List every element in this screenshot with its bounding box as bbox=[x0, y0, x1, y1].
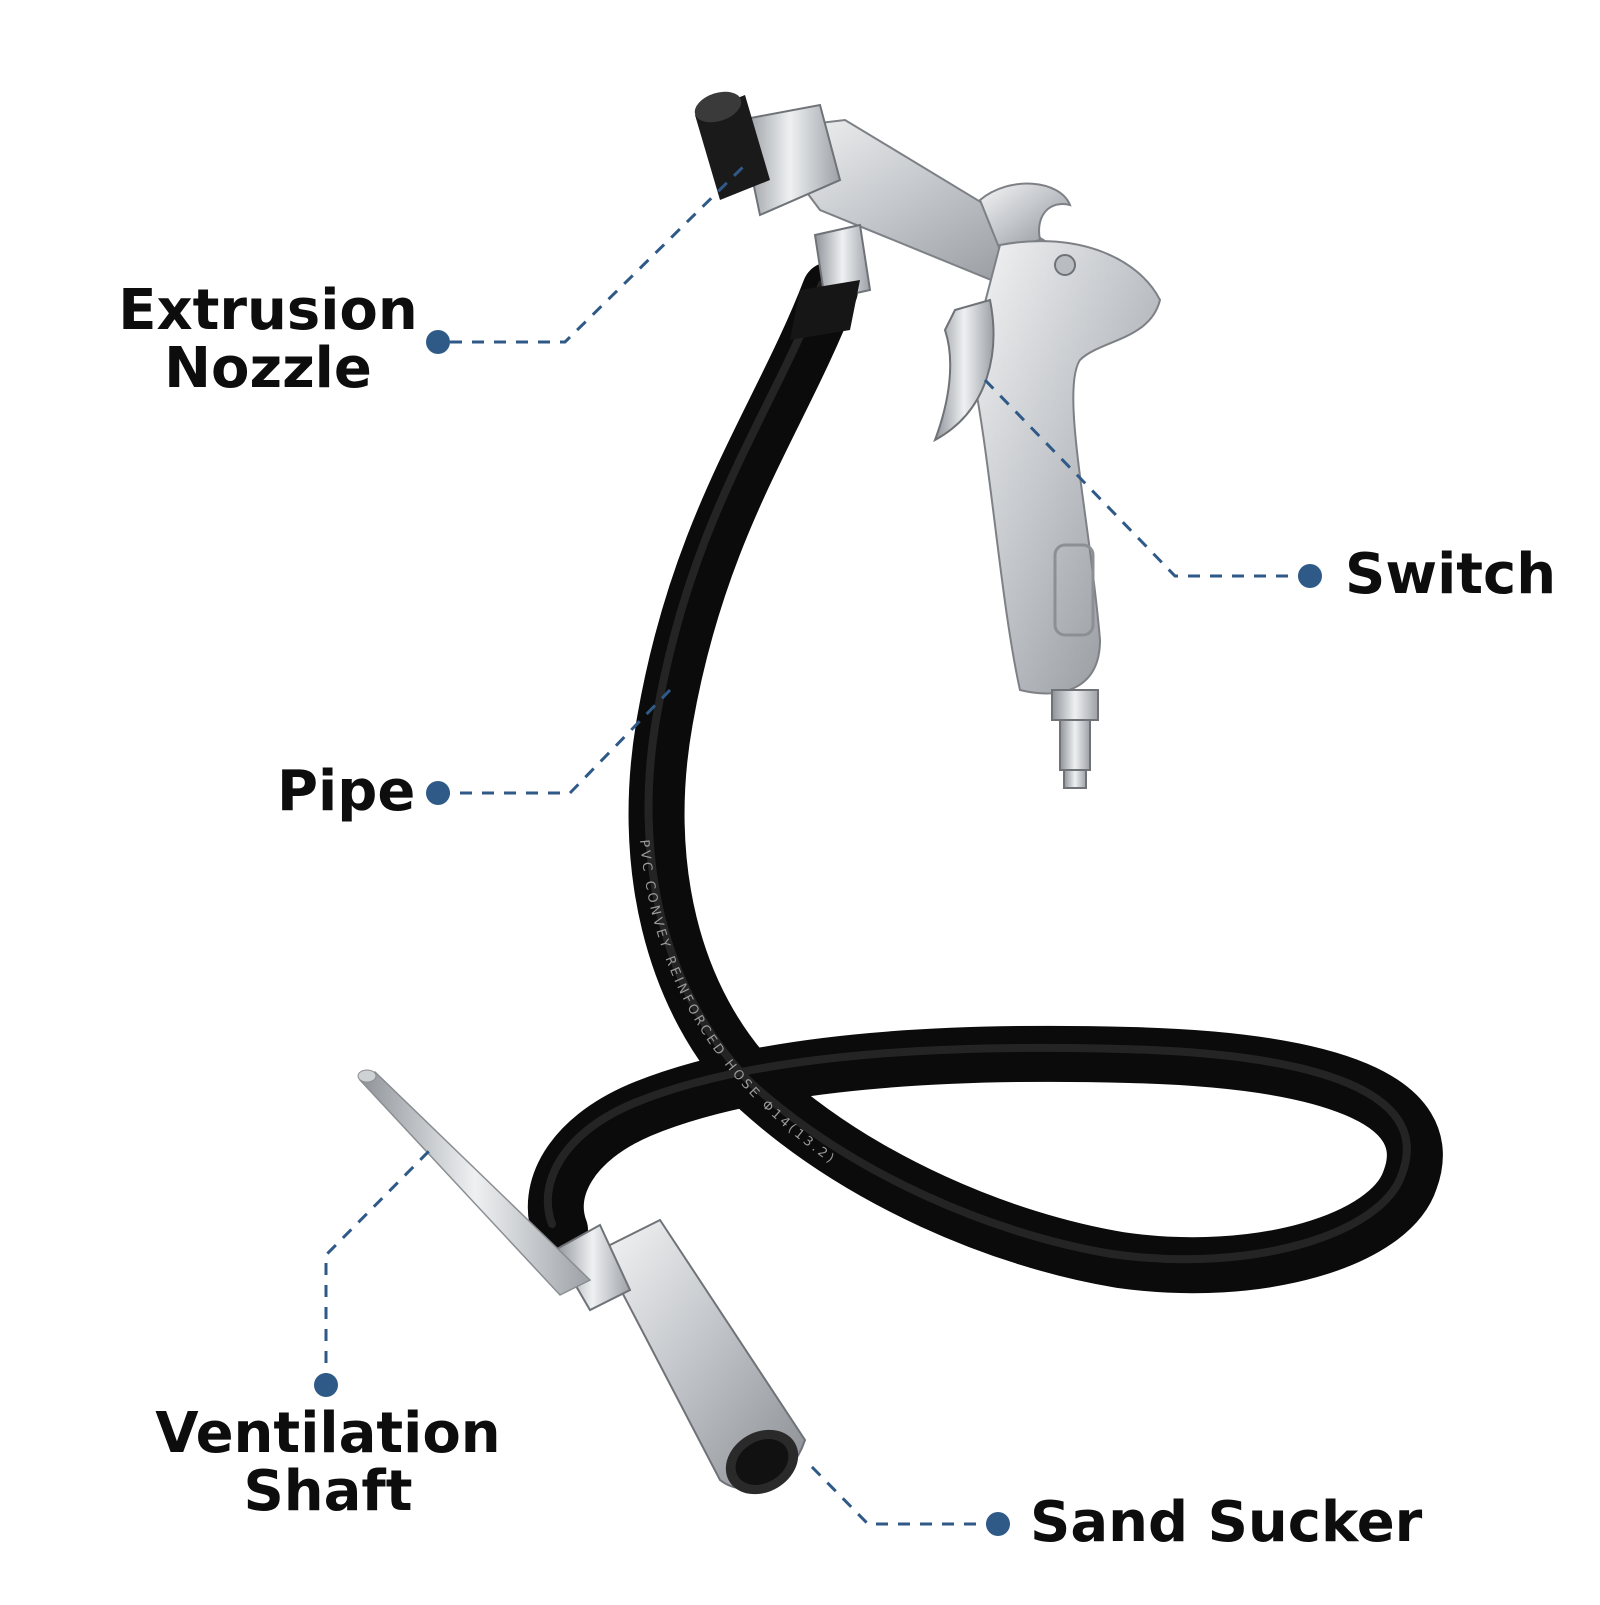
label-sand-sucker: Sand Sucker bbox=[1030, 1490, 1423, 1555]
callout-line-pipe bbox=[438, 688, 672, 795]
callout-line-extrusion-nozzle bbox=[428, 163, 747, 344]
label-pipe: Pipe bbox=[277, 759, 416, 824]
callout-dot-pipe bbox=[426, 781, 450, 805]
callout-dot-switch bbox=[1298, 564, 1322, 588]
label-switch: Switch bbox=[1345, 542, 1557, 607]
label-extrusion-nozzle-line1: Extrusion bbox=[118, 278, 418, 343]
label-extrusion-nozzle-line2: Nozzle bbox=[164, 336, 372, 401]
ventilation-shaft-rod bbox=[357, 1069, 592, 1296]
callout-dot-extrusion-nozzle bbox=[426, 330, 450, 354]
label-extrusion-nozzle: Extrusion Nozzle bbox=[118, 282, 418, 398]
spray-gun-body bbox=[694, 91, 1162, 789]
sand-sucker-tube bbox=[553, 1218, 807, 1495]
callout-dot-sand-sucker bbox=[986, 1512, 1010, 1536]
label-ventilation-shaft-line1: Ventilation bbox=[155, 1401, 501, 1466]
callout-dot-ventilation-shaft bbox=[314, 1373, 338, 1397]
label-ventilation-shaft: Ventilation Shaft bbox=[148, 1405, 508, 1521]
callout-line-ventilation-shaft bbox=[324, 1148, 432, 1385]
label-ventilation-shaft-line2: Shaft bbox=[243, 1459, 413, 1524]
callout-line-sand-sucker bbox=[808, 1463, 998, 1526]
pipe-hose: PVC CONVEY REINFORCED HOSE Φ14(13.2) bbox=[527, 262, 1443, 1294]
callout-line-switch bbox=[983, 378, 1310, 578]
